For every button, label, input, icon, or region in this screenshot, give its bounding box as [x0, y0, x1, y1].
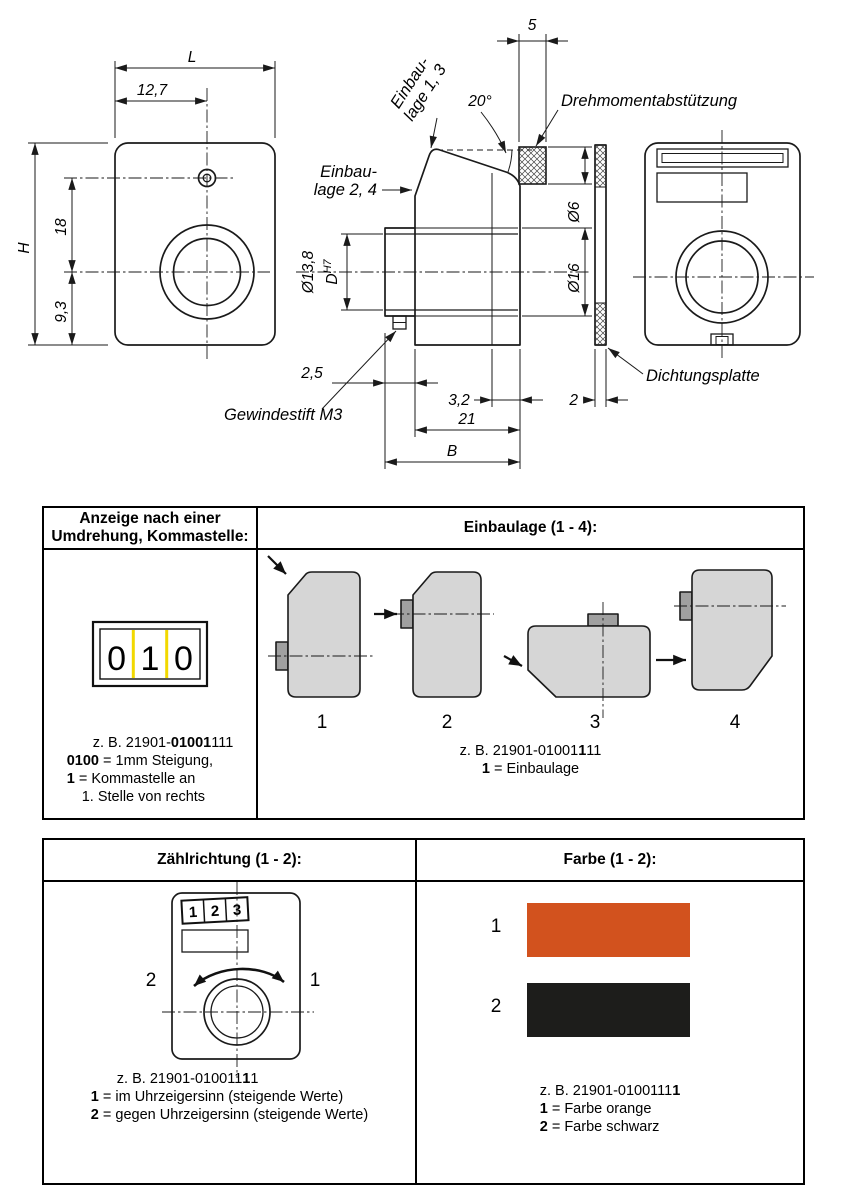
position-label: 1 [317, 712, 328, 733]
dim-21: 21 [457, 411, 475, 428]
device-silhouette [287, 571, 361, 698]
label-einbaulage-2-4-line1: Einbau- [320, 163, 377, 181]
table1-left-example: z. B. 21901-01001111 0100 = 1mm Steigung… [44, 734, 256, 806]
dim-d13-8: Ø13,8 [300, 251, 317, 295]
counter-digit: 0 [107, 640, 126, 678]
einbaulage-position-1: 1 [267, 555, 374, 733]
table2-header-left: Zählrichtung (1 - 2): [157, 851, 302, 868]
legend-line: 1 = im Uhrzeigersinn (steigende Werte) [90, 1089, 344, 1105]
legend-line: 1 = Farbe orange [539, 1101, 652, 1117]
example-order-code: z. B. 21901-01001111 [459, 743, 602, 759]
dim-2: 2 [568, 392, 578, 409]
dim-18: 18 [53, 218, 70, 236]
table1-header-left: Anzeige nach einer Umdrehung, Kommastell… [51, 510, 249, 545]
table-anzeige-einbaulage: Anzeige nach einer Umdrehung, Kommastell… [42, 506, 805, 820]
table2-left-example: z. B. 21901-01001111 1 = im Uhrzeigersin… [44, 1070, 415, 1124]
einbaulage-position-4: 4 [656, 569, 786, 733]
legend-line: 1. Stelle von rechts [81, 789, 206, 805]
dim-angle-20: 20° [467, 93, 491, 110]
swatch-label-2: 2 [490, 996, 502, 1017]
zaehlrichtung-diagram: 1 2 3 2 1 [146, 882, 321, 1078]
device-counter-window: 1 2 3 [180, 896, 250, 925]
table2-header-right: Farbe (1 - 2): [563, 851, 657, 868]
counter-digit: 0 [174, 640, 193, 678]
legend-line: 2 = gegen Uhrzeigersinn (steigende Werte… [90, 1107, 369, 1123]
device-silhouette [691, 569, 773, 691]
header-divider [44, 548, 803, 550]
dim-B: B [447, 443, 457, 460]
swatch-label-1: 1 [490, 916, 502, 937]
direction-label-2: 2 [146, 970, 157, 991]
counter-digit: 2 [210, 903, 219, 920]
legend-line: 1 = Kommastelle an [66, 771, 196, 787]
dim-2-5: 2,5 [300, 365, 323, 382]
position-label: 2 [442, 712, 453, 733]
example-order-code: z. B. 21901-01001111 [116, 1071, 259, 1087]
table-zaehlrichtung-farbe: Zählrichtung (1 - 2): Farbe (1 - 2): 1 2… [42, 838, 805, 1185]
einbaulage-position-2: 2 [374, 571, 494, 733]
label-drehmomentabstuetzung: Drehmomentabstützung [561, 92, 738, 110]
display-window [656, 148, 789, 168]
centerline [633, 130, 814, 360]
side-view: 20° 5 Ø6 Ø16 Ø13,8 DH7 2,5 3,2 2 21 B [224, 17, 760, 469]
label-plate [656, 172, 748, 203]
counter-display: 0 1 0 [91, 620, 209, 688]
centerline [162, 882, 314, 1078]
position-label: 3 [590, 712, 601, 733]
label-einbaulage-2-4-line2: lage 2, 4 [314, 181, 377, 199]
legend-line: 2 = Farbe schwarz [539, 1119, 660, 1135]
dim-D-H7: DH7 [322, 258, 341, 284]
dim-9-3: 9,3 [53, 301, 70, 323]
dim-12-7: 12,7 [137, 82, 169, 99]
counter-digit: 1 [188, 904, 197, 921]
device-silhouette [412, 571, 482, 698]
front-body [114, 142, 276, 346]
table1-right-example: z. B. 21901-01001111 1 = Einbaulage [258, 742, 803, 778]
example-order-code: z. B. 21901-01001111 [92, 735, 234, 751]
technical-drawing: L 12,7 H 18 9,3 20° 5 Ø6 [16, 17, 814, 469]
device-silhouette [527, 625, 651, 698]
color-swatch-black [527, 983, 690, 1037]
counter-digit: 1 [141, 640, 160, 678]
dim-3-2: 3,2 [448, 392, 470, 409]
column-divider [415, 840, 417, 1183]
example-order-code: z. B. 21901-01001111 [539, 1083, 681, 1099]
device-label-plate [181, 929, 249, 953]
table1-header-right: Einbaulage (1 - 4): [463, 519, 598, 536]
rotation-direction-arrow [193, 967, 285, 987]
rear-view [633, 130, 814, 360]
dim-5: 5 [528, 17, 537, 34]
table2-right-example: z. B. 21901-01001111 1 = Farbe orange 2 … [417, 1082, 803, 1136]
dim-H: H [16, 242, 33, 254]
legend-line: 1 = Einbaulage [481, 761, 580, 777]
column-divider [256, 508, 258, 818]
dim-d6: Ø6 [566, 201, 583, 223]
einbaulage-position-3: 3 [503, 602, 651, 733]
direction-label-1: 1 [310, 970, 321, 991]
position-label: 4 [730, 712, 741, 733]
label-gewindestift: Gewindestift M3 [224, 406, 343, 424]
dim-L: L [188, 49, 197, 66]
dim-d16: Ø16 [566, 263, 583, 294]
legend-line: 0100 = 1mm Steigung, [66, 753, 214, 769]
einbaulage-positions: 1 2 3 4 [267, 555, 786, 733]
color-swatch-orange [527, 903, 690, 957]
front-view: L 12,7 H 18 9,3 [16, 49, 276, 362]
label-einbaulage-1-3: Einbau- lage 1, 3 [387, 54, 450, 124]
torque-pin [518, 146, 547, 185]
label-dichtungsplatte: Dichtungsplatte [646, 367, 760, 385]
header-divider [44, 880, 803, 882]
